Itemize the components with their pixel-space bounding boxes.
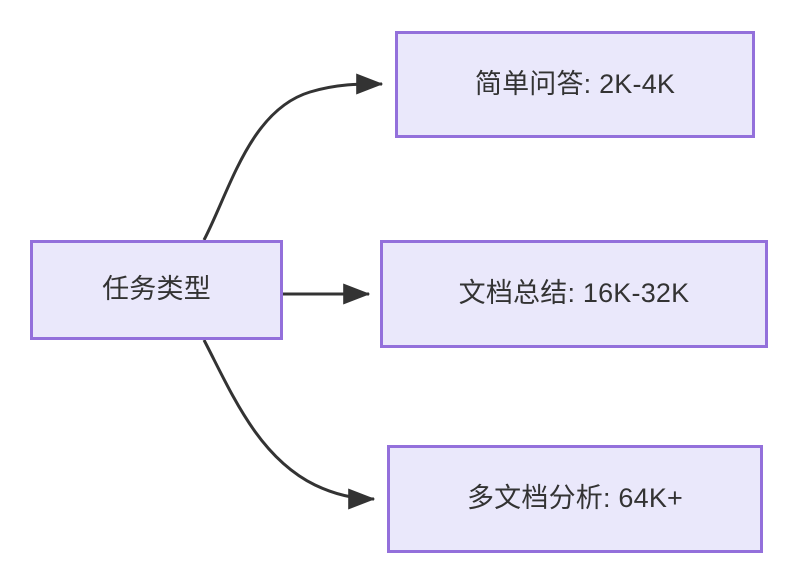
edge-source-to-simple-qa xyxy=(202,73,384,241)
node-task-type-label: 任务类型 xyxy=(102,274,211,305)
node-multi-doc[interactable]: 多文档分析: 64K+ xyxy=(387,445,763,553)
node-doc-summary[interactable]: 文档总结: 16K-32K xyxy=(380,240,768,348)
node-simple-qa-label: 简单问答: 2K-4K xyxy=(474,68,676,99)
node-multi-doc-label: 多文档分析: 64K+ xyxy=(466,483,683,514)
node-simple-qa[interactable]: 简单问答: 2K-4K xyxy=(395,31,755,138)
edge-source-to-multi-doc xyxy=(202,339,376,510)
node-doc-summary-label: 文档总结: 16K-32K xyxy=(458,278,690,309)
node-task-type[interactable]: 任务类型 xyxy=(30,240,283,340)
